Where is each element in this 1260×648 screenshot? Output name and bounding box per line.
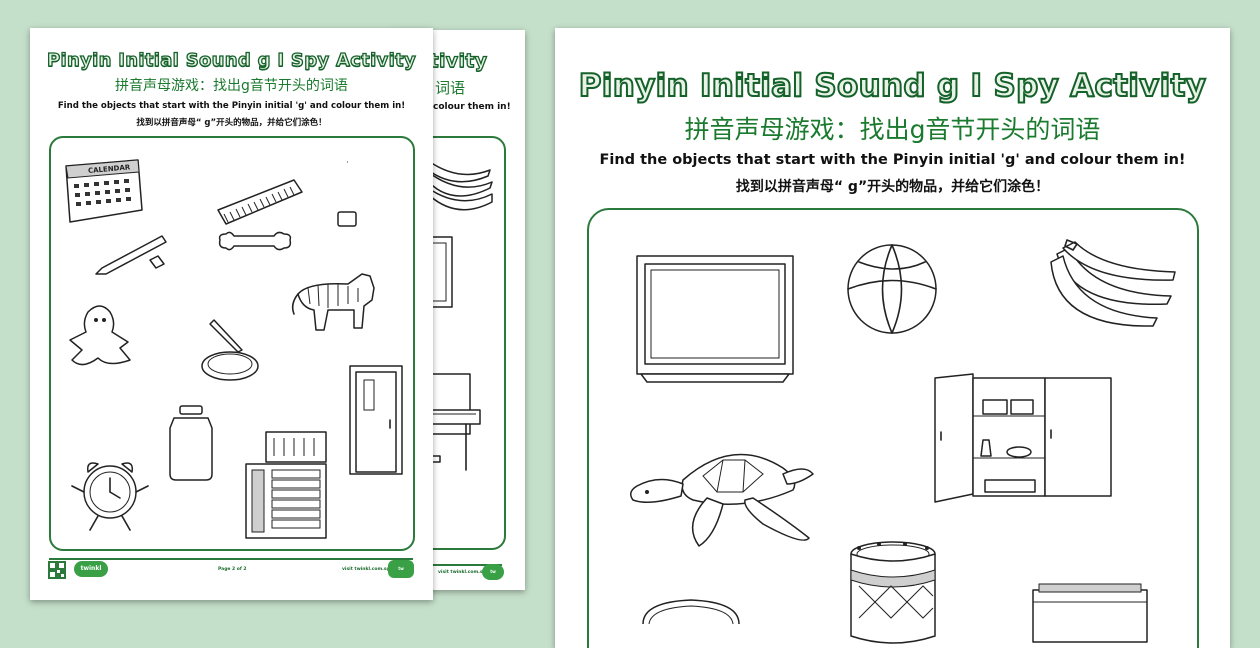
piano-picture	[1032, 583, 1148, 643]
bowl-picture	[642, 599, 740, 625]
calendar-label: CALENDAR	[88, 163, 131, 175]
right-title: Pinyin Initial Sound g I Spy Activity	[578, 67, 1207, 105]
twinkl-badge-icon: tw	[388, 560, 414, 578]
back-cn-title-fragment: 词语	[435, 79, 466, 97]
tool-chest-picture	[245, 431, 327, 539]
jar-picture	[169, 405, 213, 481]
pen-picture	[95, 235, 167, 275]
left-instruction: Find the objects that start with the Pin…	[57, 101, 406, 111]
banana-picture	[1050, 239, 1176, 327]
left-footer-rule	[49, 558, 413, 560]
right-instruction-cn: 找到以拼音声母“ g”开头的物品，并给它们涂色！	[735, 179, 1050, 195]
back-footer-rule	[410, 564, 502, 566]
frying-pan-picture	[201, 319, 259, 381]
left-instruction-cn: 找到以拼音声母“ g”开头的物品，并给它们涂色！	[136, 118, 327, 128]
right-cn-title: 拼音声母游戏：找出g音节开头的词语	[684, 115, 1101, 144]
comb-picture	[217, 179, 303, 225]
tiger-picture	[291, 273, 375, 331]
qr-code-icon	[48, 561, 66, 579]
left-worksheet-page: Pinyin Initial Sound g I Spy Activity 拼音…	[30, 28, 433, 600]
right-worksheet-page: Pinyin Initial Sound g I Spy Activity 拼音…	[555, 28, 1230, 648]
turtle-picture	[630, 453, 814, 547]
beach-ball-picture	[847, 244, 937, 334]
back-footer-url: visit twinkl.com.sg	[438, 570, 486, 575]
footer-url: visit twinkl.com.sg	[342, 567, 390, 572]
ghost-picture	[69, 305, 131, 366]
bone-picture	[218, 231, 292, 251]
tv-picture	[636, 255, 794, 383]
door-picture	[349, 365, 403, 475]
drum-picture	[850, 541, 936, 644]
back-instruction-fragment: colour them in!	[433, 102, 511, 112]
alarm-clock-picture	[71, 462, 149, 531]
left-cn-title: 拼音声母游戏：找出g音节开头的词语	[115, 78, 348, 94]
right-instruction: Find the objects that start with the Pin…	[599, 152, 1186, 168]
calendar-picture: CALENDAR	[65, 159, 143, 223]
cupboard-picture	[934, 373, 1112, 503]
left-title: Pinyin Initial Sound g I Spy Activity	[46, 49, 416, 71]
page-number: Page 2 of 2	[218, 567, 247, 572]
back-twinkl-logo: tw	[482, 564, 504, 580]
twinkl-logo: twinkl	[74, 561, 108, 577]
banana-picture	[424, 161, 493, 211]
back-title-fragment: ctivity	[417, 49, 488, 72]
hose-picture	[337, 159, 375, 227]
